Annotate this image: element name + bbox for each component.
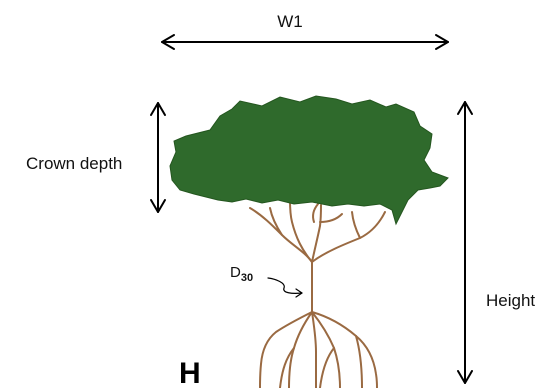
crown-depth-arrow (150, 102, 166, 213)
panel-label: H (179, 357, 201, 388)
crown-depth-label: Crown depth (26, 154, 122, 173)
tree-crown (169, 95, 449, 226)
height-arrow (457, 101, 473, 384)
diameter-label: D30 (230, 264, 253, 284)
diameter-pointer-arrow (267, 277, 303, 298)
tree-roots (259, 311, 378, 388)
width-arrow (161, 34, 449, 50)
height-label: Height (486, 291, 535, 310)
width-label: W1 (277, 12, 303, 31)
tree-branches (249, 199, 386, 301)
